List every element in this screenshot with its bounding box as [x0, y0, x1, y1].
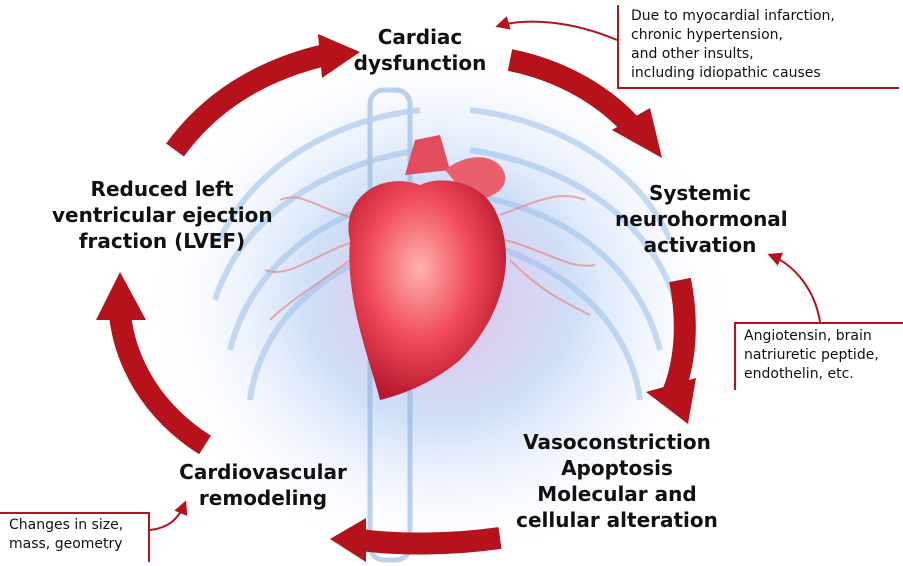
- node-line: Cardiovascular: [168, 459, 358, 485]
- node-cardiovascular-remodeling: Cardiovascular remodeling: [168, 459, 358, 511]
- node-vasoconstriction: Vasoconstriction Apoptosis Molecular and…: [502, 429, 732, 533]
- node-line: fraction (LVEF): [52, 228, 272, 254]
- node-line: Reduced left: [52, 176, 272, 202]
- node-line: Cardiac: [345, 24, 495, 50]
- node-line: ventricular ejection: [52, 202, 272, 228]
- node-line: cellular alteration: [502, 507, 732, 533]
- node-line: remodeling: [168, 485, 358, 511]
- pointer-mediators: [770, 255, 820, 322]
- callout-line: including idiopathic causes: [631, 64, 899, 83]
- node-cardiac-dysfunction: Cardiac dysfunction: [345, 24, 495, 76]
- node-line: Apoptosis: [502, 455, 732, 481]
- callout-line: Due to myocardial infarction,: [631, 7, 899, 26]
- pointer-causes: [498, 22, 617, 40]
- callout-line: chronic hypertension,: [631, 26, 899, 45]
- node-line: Molecular and: [502, 481, 732, 507]
- node-neurohormonal-activation: Systemic neurohormonal activation: [615, 180, 785, 258]
- arrow-vasoconstriction-to-remodeling: [360, 538, 500, 544]
- callout-line: Angiotensin, brain: [744, 327, 903, 346]
- node-line: Systemic: [615, 180, 785, 206]
- node-line: dysfunction: [345, 50, 495, 76]
- callout-causes: Due to myocardial infarction, chronic hy…: [617, 5, 899, 89]
- node-reduced-lvef: Reduced left ventricular ejection fracti…: [52, 176, 272, 254]
- callout-line: natriuretic peptide,: [744, 346, 903, 365]
- callout-remodeling-changes: Changes in size, mass, geometry: [0, 512, 150, 562]
- callout-line: mass, geometry: [9, 535, 148, 554]
- node-line: neurohormonal: [615, 206, 785, 232]
- node-line: Vasoconstriction: [502, 429, 732, 455]
- callout-mediators: Angiotensin, brain natriuretic peptide, …: [734, 322, 903, 390]
- callout-line: and other insults,: [631, 45, 899, 64]
- arrow-neurohormonal-to-vasoconstriction: [672, 280, 685, 395]
- node-line: activation: [615, 232, 785, 258]
- callout-line: Changes in size,: [9, 516, 148, 535]
- callout-line: endothelin, etc.: [744, 365, 903, 384]
